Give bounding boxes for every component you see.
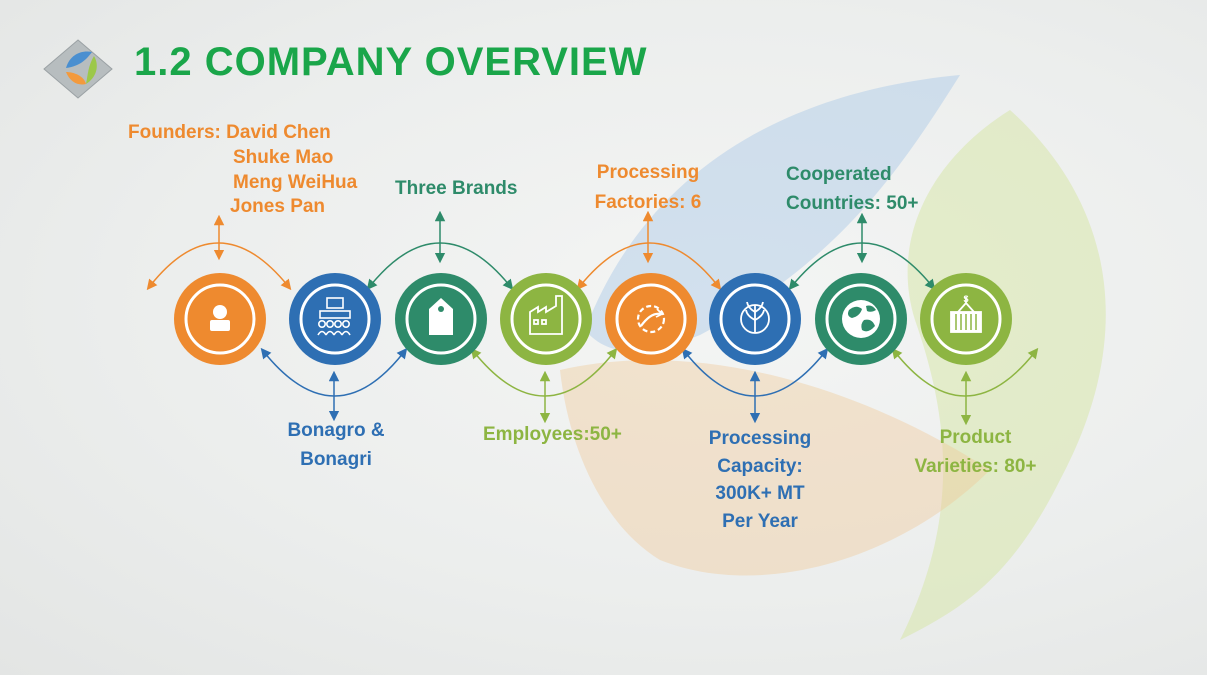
capacity-line1: Processing xyxy=(708,428,812,449)
factories-label: Processing Factories: 6 xyxy=(578,160,718,215)
capacity-line4: Per Year xyxy=(722,510,798,532)
employees-label: Employees:50+ xyxy=(483,424,622,445)
svg-text:$: $ xyxy=(963,294,968,304)
factories-line2: Factories: 6 xyxy=(594,192,702,213)
factory-icon xyxy=(529,295,563,335)
circle-countries xyxy=(815,273,907,365)
logo-diamond xyxy=(43,39,113,99)
bonagro-line2: Bonagri xyxy=(300,449,372,470)
founder-name: Shuke Mao xyxy=(233,147,334,168)
founder-name: Jones Pan xyxy=(230,196,326,217)
circle-varieties: $ xyxy=(920,273,1012,365)
bonagro-line1: Bonagro & xyxy=(287,420,385,441)
capacity-line2: Capacity: xyxy=(717,455,803,477)
founders-prefix: Founders: xyxy=(128,122,221,143)
wheat-icon xyxy=(740,301,770,334)
countries-line1: Cooperated xyxy=(786,164,892,185)
circle-employees xyxy=(500,273,592,365)
logo-blue-leaf xyxy=(66,51,92,68)
founders-label: Founders: David Chen xyxy=(128,120,331,145)
company-logo-icon xyxy=(43,39,113,99)
circle-capacity xyxy=(709,273,801,365)
three-brands-label: Three Brands xyxy=(395,178,518,199)
logo-green-leaf xyxy=(86,56,97,84)
tag-icon xyxy=(429,298,453,335)
founder-name: David Chen xyxy=(226,122,331,143)
capacity-label: Processing Capacity: 300K+ MT Per Year xyxy=(685,425,835,535)
bonagro-label: Bonagro & Bonagri xyxy=(266,418,406,472)
page-title: 1.2 COMPANY OVERVIEW xyxy=(134,40,648,84)
varieties-line2: Varieties: 80+ xyxy=(914,456,1037,477)
capacity-line3: 300K+ MT xyxy=(715,483,805,504)
circle-factories xyxy=(605,273,697,365)
globe-icon xyxy=(842,300,880,338)
varieties-label: Product Varieties: 80+ xyxy=(893,425,1058,479)
gear-process-icon xyxy=(636,304,666,334)
watermark-green-leaf xyxy=(900,110,1106,640)
board-meeting-icon xyxy=(317,297,351,336)
countries-label: Cooperated Countries: 50+ xyxy=(786,162,919,216)
person-icon xyxy=(210,305,230,331)
countries-line2: Countries: 50+ xyxy=(786,193,919,214)
circle-three-brands xyxy=(395,273,487,365)
factories-line1: Processing xyxy=(596,162,700,183)
circle-bonagro xyxy=(289,273,381,365)
varieties-line1: Product xyxy=(939,427,1012,448)
founder-name: Meng WeiHua xyxy=(233,172,358,193)
cargo-container-icon: $ xyxy=(950,294,982,333)
watermark-orange-leaf xyxy=(560,360,990,576)
logo-orange-leaf xyxy=(66,72,86,85)
circle-founders xyxy=(174,273,266,365)
